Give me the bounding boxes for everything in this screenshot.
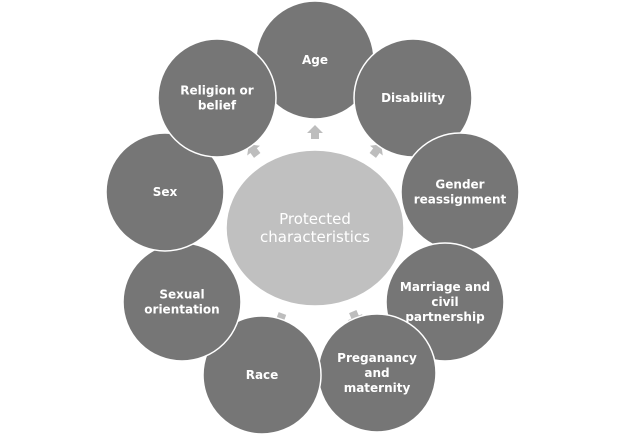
node-label: Age	[302, 53, 328, 67]
node-label: Disability	[381, 91, 445, 105]
node-label: Religion or	[180, 84, 254, 98]
node-label: Preganancy	[337, 351, 417, 365]
center-label: characteristics	[260, 228, 370, 246]
node-label: civil	[431, 295, 458, 309]
arrow-icon	[247, 144, 261, 158]
node-label: Gender	[435, 178, 484, 192]
node-label: and	[364, 366, 389, 380]
characteristic-node: Sex	[105, 132, 225, 252]
center-label: Protected	[279, 210, 351, 228]
arrow-icon	[307, 125, 323, 139]
node-label: orientation	[144, 303, 219, 317]
characteristic-node: Race	[202, 315, 322, 435]
node-label: Race	[246, 368, 279, 382]
node-label: partnership	[405, 310, 485, 324]
node-label: belief	[198, 99, 237, 113]
node-label: Marriage and	[400, 280, 490, 294]
node-label: Sex	[153, 185, 178, 199]
arrow-icon	[369, 144, 383, 158]
node-label: Sexual	[159, 288, 204, 302]
node-label: reassignment	[414, 193, 507, 207]
node-label: maternity	[344, 381, 411, 395]
